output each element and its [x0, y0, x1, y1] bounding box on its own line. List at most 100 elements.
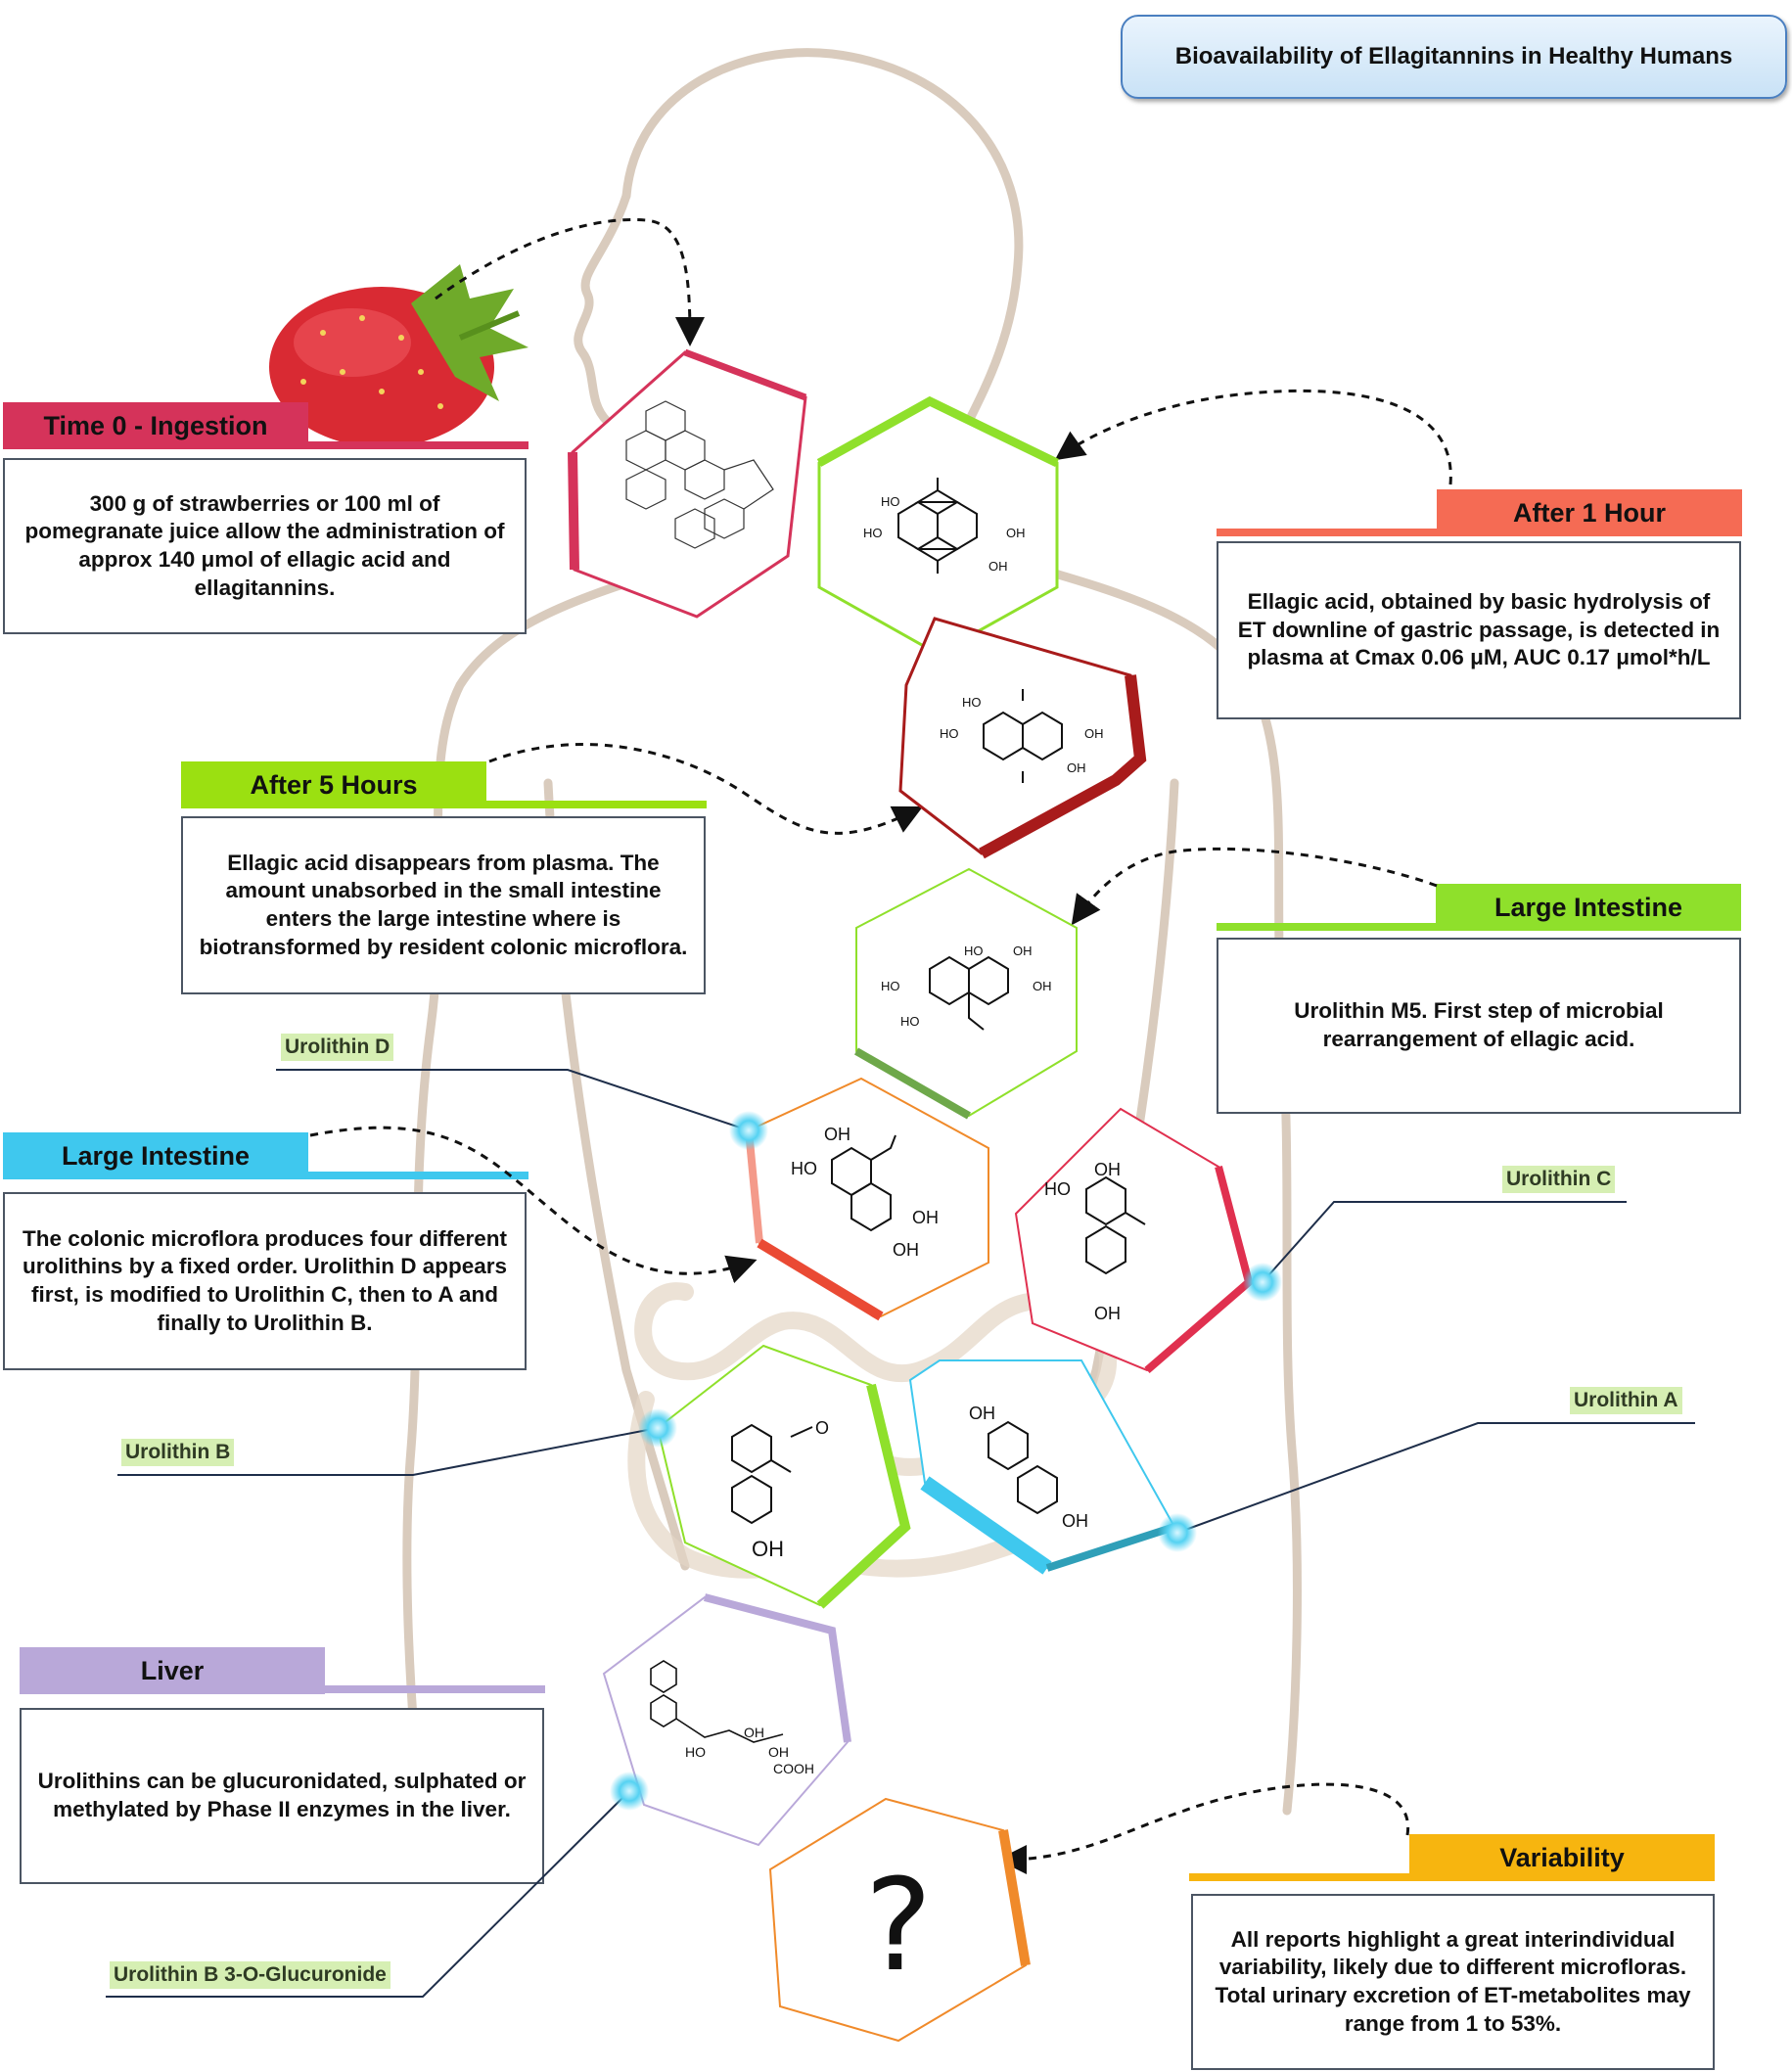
liver-header-text: Liver	[140, 1655, 205, 1685]
gluc-cooh: COOH	[773, 1761, 814, 1776]
connector-urolithin-b	[117, 1427, 659, 1476]
glow-dots	[610, 1111, 1282, 1811]
arrow-strawberry-to-mouth	[435, 217, 705, 346]
connector-glucuronide	[106, 1790, 630, 1998]
large-intestine-left-bar	[308, 1172, 528, 1179]
liver-textbox: Urolithins can be glucuronidated, sulpha…	[20, 1708, 544, 1884]
large-intestine-right-bar	[1217, 923, 1436, 931]
uro-d-oh-1: OH	[824, 1125, 850, 1144]
uro-c-oh-1: OH	[1094, 1160, 1121, 1179]
uro-a-oh-1: OH	[969, 1404, 995, 1423]
ellagic-oh-2: OH	[988, 559, 1008, 574]
after1-header: After 1 Hour	[1437, 489, 1742, 536]
uro-d-oh-3: OH	[893, 1240, 919, 1260]
uro-b-o: O	[815, 1418, 829, 1438]
title-text: Bioavailability of Ellagitannins in Heal…	[1174, 43, 1733, 69]
arrow-after5	[488, 743, 924, 835]
plasma-ho-2: HO	[940, 726, 959, 741]
ellagic-ho-1: HO	[881, 494, 900, 509]
m5-ho-2: HO	[881, 979, 900, 993]
after5-text: Ellagic acid disappears from plasma. The…	[199, 850, 688, 959]
glow-dot-a	[1158, 1513, 1197, 1552]
large-intestine-left-header-text: Large Intestine	[61, 1140, 251, 1171]
hexagon-urolithin-b: OH O	[656, 1344, 911, 1609]
glow-dot-gluc	[610, 1772, 649, 1811]
variability-textbox: All reports highlight a great interindiv…	[1191, 1894, 1715, 2070]
hexagon-ellagic-acid: HO HO OH OH	[816, 395, 1059, 656]
urolithin-a-label: Urolithin A	[1570, 1387, 1682, 1414]
connector-urolithin-d	[276, 1069, 750, 1131]
large-intestine-right-text: Urolithin M5. First step of microbial re…	[1294, 998, 1664, 1051]
after5-header: After 5 Hours	[181, 761, 486, 808]
title-banner: Bioavailability of Ellagitannins in Heal…	[1121, 15, 1787, 99]
m5-oh-1: OH	[1013, 944, 1033, 958]
strawberry-icon	[269, 264, 528, 447]
large-intestine-right-header-text: Large Intestine	[1493, 892, 1683, 922]
urolithin-b-label: Urolithin B	[121, 1439, 235, 1466]
arrow-large-left	[309, 1126, 758, 1284]
time0-header: Time 0 - Ingestion	[3, 402, 308, 449]
variability-bar	[1189, 1873, 1409, 1881]
after5-bar	[486, 801, 707, 808]
glow-dot-c	[1243, 1263, 1282, 1302]
uro-d-ho-1: HO	[791, 1159, 817, 1178]
variability-header-text: Variability	[1499, 1842, 1625, 1872]
plasma-oh-1: OH	[1084, 726, 1104, 741]
urolithin-b-structure-icon	[731, 1423, 813, 1525]
hexagon-urolithin-a: OH OH	[908, 1359, 1176, 1575]
urolithin-m5-structure-icon	[929, 955, 1009, 1031]
liver-text: Urolithins can be glucuronidated, sulpha…	[37, 1769, 527, 1821]
uro-b-oh: OH	[752, 1537, 784, 1561]
uro-d-oh-2: OH	[912, 1208, 939, 1227]
unknown-question-mark: ?	[865, 1851, 933, 2000]
after1-bar	[1217, 529, 1437, 536]
uro-c-oh-2: OH	[1094, 1304, 1121, 1323]
urolithin-c-label: Urolithin C	[1502, 1166, 1616, 1193]
large-intestine-left-header: Large Intestine	[3, 1132, 308, 1179]
time0-bar	[308, 441, 528, 449]
urolithin-d-structure-icon	[831, 1134, 896, 1232]
after5-textbox: Ellagic acid disappears from plasma. The…	[181, 816, 706, 994]
plasma-oh-2: OH	[1067, 760, 1086, 775]
arrow-large-right	[1071, 847, 1438, 926]
arrow-after1	[1054, 389, 1452, 485]
ellagic-ho-2: HO	[863, 526, 883, 540]
glow-dot-b	[638, 1408, 677, 1448]
uro-a-oh-2: OH	[1062, 1511, 1088, 1531]
time0-text: 300 g of strawberries or 100 ml of pomeg…	[24, 490, 505, 600]
ellagic-acid-structure-icon	[897, 478, 978, 574]
ellagitannin-structure-icon	[625, 400, 774, 549]
connector-urolithin-c	[1262, 1201, 1627, 1283]
uro-c-ho-1: HO	[1044, 1179, 1071, 1199]
m5-ho-1: HO	[964, 944, 984, 958]
plasma-ho-1: HO	[962, 695, 982, 710]
time0-header-text: Time 0 - Ingestion	[43, 410, 268, 440]
time0-textbox: 300 g of strawberries or 100 ml of pomeg…	[3, 458, 527, 634]
large-intestine-left-textbox: The colonic microflora produces four dif…	[3, 1192, 527, 1370]
urolithin-c-structure-icon	[1085, 1175, 1146, 1275]
liver-header: Liver	[20, 1647, 325, 1694]
large-intestine-right-header: Large Intestine	[1436, 884, 1741, 931]
hexagon-glucuronide: OH HO OH COOH	[602, 1593, 851, 1847]
urolithin-a-structure-icon	[988, 1420, 1058, 1515]
large-intestine-right-textbox: Urolithin M5. First step of microbial re…	[1217, 938, 1741, 1114]
after5-header-text: After 5 Hours	[250, 769, 418, 800]
hexagon-ellagic-acid-plasma: HO HO OH OH	[898, 617, 1147, 859]
glucuronide-structure-icon	[650, 1660, 784, 1743]
hexagon-urolithin-c: OH HO OH	[1014, 1107, 1254, 1374]
hexagon-ellagitannin	[568, 348, 807, 619]
m5-ho-3: HO	[900, 1014, 920, 1029]
m5-oh-2: OH	[1033, 979, 1052, 993]
large-intestine-left-text: The colonic microflora produces four dif…	[22, 1225, 508, 1335]
gluc-ho-1: HO	[685, 1744, 706, 1760]
arrow-variability	[997, 1782, 1409, 1874]
variability-header: Variability	[1409, 1834, 1715, 1881]
after1-text: Ellagic acid, obtained by basic hydrolys…	[1237, 589, 1721, 670]
liver-bar	[325, 1685, 545, 1693]
hexagon-urolithin-m5: HO OH OH HO HO	[854, 867, 1078, 1120]
variability-text: All reports highlight a great interindiv…	[1215, 1926, 1691, 2036]
gluc-oh-1: OH	[744, 1725, 764, 1740]
after1-textbox: Ellagic acid, obtained by basic hydrolys…	[1217, 541, 1741, 719]
